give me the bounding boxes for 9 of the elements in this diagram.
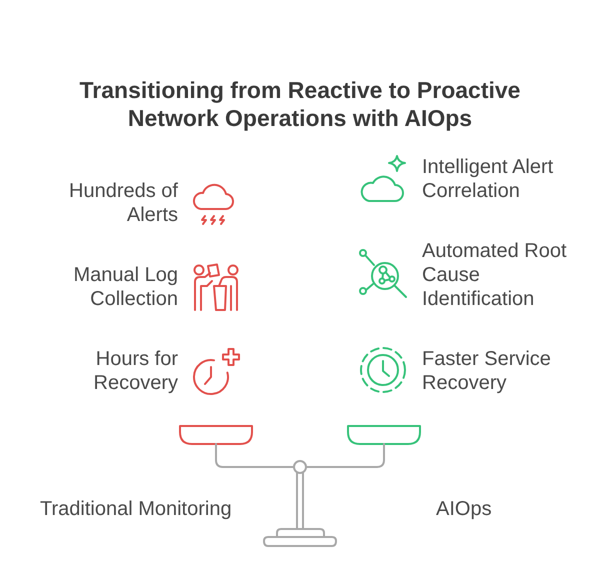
drawback-label: Hundreds of Alerts [68, 179, 178, 227]
side-label: Traditional Monitoring [40, 497, 232, 521]
benefit-label: Faster Service Recovery [422, 347, 552, 395]
drawback-label: Manual Log Collection [72, 263, 178, 311]
drawback-label: Hours for Recovery [92, 347, 178, 395]
benefit-label: Automated Root Cause Identification [422, 239, 568, 311]
benefit-label: Intelligent Alert Correlation [422, 155, 554, 203]
title: Transitioning from Reactive to Proactive Network Operations with AIOps [78, 76, 522, 132]
side-label: AIOps [436, 497, 492, 521]
